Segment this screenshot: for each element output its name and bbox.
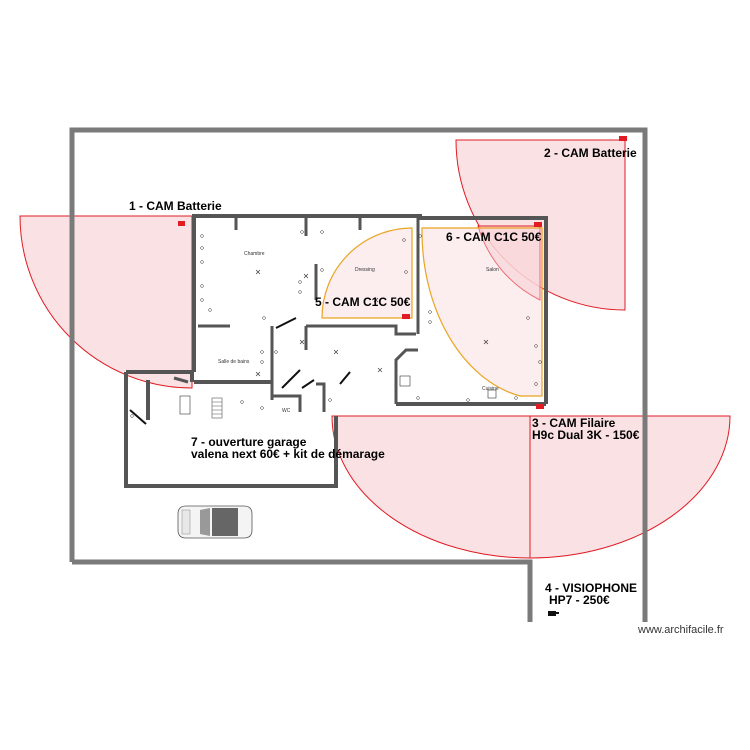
outlet-icon xyxy=(526,316,530,320)
property-wall xyxy=(69,127,648,622)
garage-label-line2: valena next 60€ + kit de démarage xyxy=(191,447,385,461)
outlet-icon xyxy=(260,360,264,364)
outlet-icon xyxy=(534,344,538,348)
light-point-icon xyxy=(333,349,339,355)
outlet-icon xyxy=(428,310,432,314)
camera-zone-5 xyxy=(321,227,413,319)
light-point-icon xyxy=(255,371,261,377)
room-label-cuisine: Cuisine xyxy=(482,386,499,392)
outlet-icon xyxy=(418,234,422,238)
outlet-icon xyxy=(260,350,264,354)
camera-icon[interactable] xyxy=(534,222,542,227)
cam3-label-line1: 3 - CAM Filaire xyxy=(532,416,616,430)
camera-icon[interactable] xyxy=(619,136,627,141)
outlet-icon xyxy=(328,398,332,402)
cam3-label-line2: H9c Dual 3K - 150€ xyxy=(532,428,640,442)
outlet-icon xyxy=(200,260,204,264)
camera-zone-3-left xyxy=(331,415,531,559)
camera-icon[interactable] xyxy=(536,404,544,409)
cam5-label: 5 - CAM C1C 50€ xyxy=(315,295,411,309)
house-walls xyxy=(124,214,548,488)
outlet-icon xyxy=(298,280,302,284)
camera-markers xyxy=(178,136,627,616)
cam4-label-line2: HP7 - 250€ xyxy=(549,593,610,607)
outlet-icon xyxy=(320,230,324,234)
outlet-icon xyxy=(416,396,420,400)
outlet-icon xyxy=(514,396,518,400)
light-point-icon xyxy=(299,339,305,345)
garage-label-line1: 7 - ouverture garage xyxy=(191,435,307,449)
outlet-icon xyxy=(466,398,470,402)
outlet-icon xyxy=(274,350,278,354)
car-icon xyxy=(177,505,253,539)
light-point-icon xyxy=(483,339,489,345)
cam4-label-line1: 4 - VISIOPHONE xyxy=(545,581,637,595)
appliance-icon xyxy=(179,395,191,415)
outlet-icon xyxy=(298,290,302,294)
watermark[interactable]: www.archifacile.fr xyxy=(637,624,724,636)
outlet-icon xyxy=(200,234,204,238)
indoor-camera-zones xyxy=(321,227,543,397)
appliance-icon xyxy=(399,375,411,387)
outlet-icon xyxy=(402,238,406,242)
intercom-icon[interactable] xyxy=(548,611,559,616)
cam1-label: 1 - CAM Batterie xyxy=(129,199,222,213)
room-label-dressing: Dressing xyxy=(355,267,375,273)
electrical-symbols xyxy=(130,230,542,418)
camera-icon[interactable] xyxy=(402,314,410,319)
outlet-icon xyxy=(538,360,542,364)
appliance-icon xyxy=(487,389,497,399)
camera-icon[interactable] xyxy=(178,221,185,226)
camera-zone-6 xyxy=(477,225,541,301)
camera-labels: 1 - CAM Batterie 2 - CAM Batterie 5 - CA… xyxy=(129,146,640,607)
cam6-label: 6 - CAM C1C 50€ xyxy=(446,230,542,244)
room-labels: Chambre Dressing Salon Cuisine Salle de … xyxy=(218,251,499,414)
outlet-icon xyxy=(428,320,432,324)
camera-zones xyxy=(19,139,731,559)
outlet-icon xyxy=(260,406,264,410)
camera-zone-6-indoor xyxy=(421,227,543,397)
outlet-icon xyxy=(200,284,204,288)
camera-zone-3-right xyxy=(529,415,731,559)
room-label-chambre: Chambre xyxy=(244,251,265,257)
outlet-icon xyxy=(300,230,304,234)
room-label-salon: Salon xyxy=(486,267,499,273)
outlet-icon xyxy=(404,270,408,274)
room-label-salle-de-bains: Salle de bains xyxy=(218,359,250,365)
doors xyxy=(129,317,351,425)
outlet-icon xyxy=(262,316,266,320)
outlet-icon xyxy=(200,246,204,250)
outlet-icon xyxy=(208,308,212,312)
light-point-icon xyxy=(303,273,309,279)
outlet-icon xyxy=(534,382,538,386)
cam2-label: 2 - CAM Batterie xyxy=(544,146,637,160)
light-point-icon xyxy=(377,367,383,373)
light-point-icon xyxy=(373,297,379,303)
outlet-icon xyxy=(200,298,204,302)
outlet-icon xyxy=(320,268,324,272)
outlet-icon xyxy=(240,400,244,404)
outlet-icon xyxy=(130,414,134,418)
room-label-wc: WC xyxy=(282,408,291,414)
light-point-icon xyxy=(255,269,261,275)
stairs xyxy=(211,397,223,419)
camera-zone-1 xyxy=(19,215,193,389)
